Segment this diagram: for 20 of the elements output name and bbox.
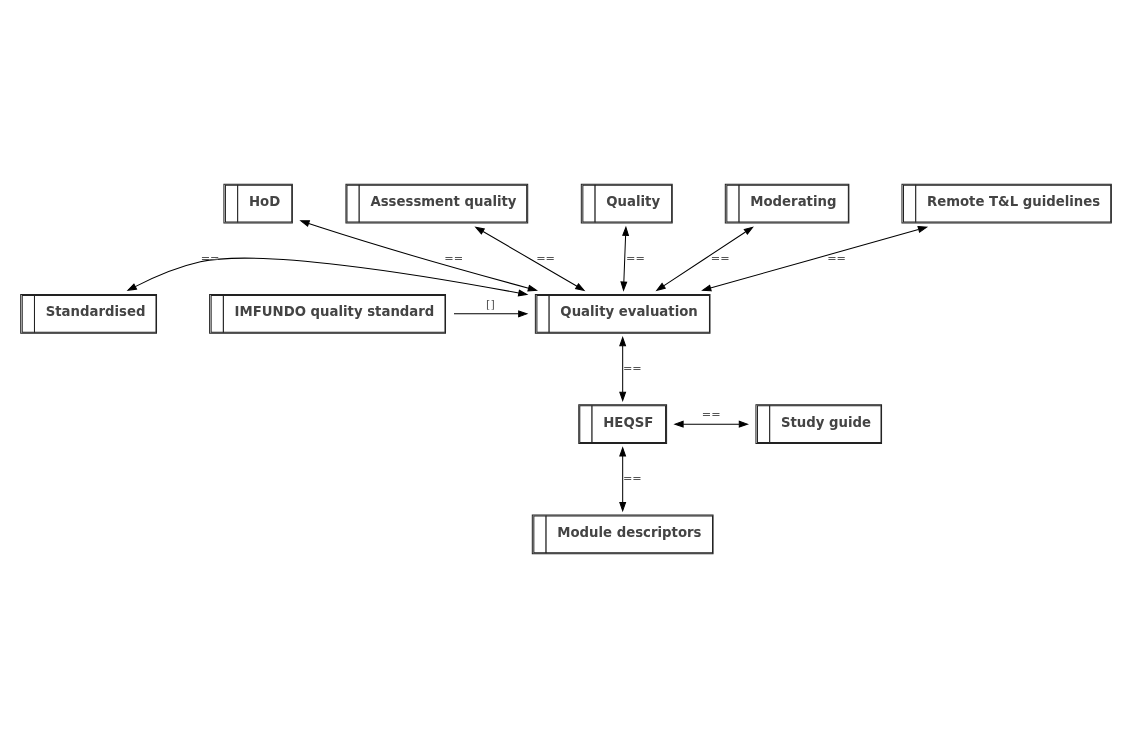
edge-label: == bbox=[622, 472, 642, 486]
arrow bbox=[619, 336, 627, 402]
edge-label: == bbox=[827, 251, 847, 265]
edge-label: == bbox=[622, 361, 642, 375]
edge-label: == bbox=[626, 251, 645, 265]
edge-label: [] bbox=[486, 297, 495, 311]
edge-label: == bbox=[200, 251, 220, 265]
arrow bbox=[655, 226, 754, 292]
edge-label: == bbox=[536, 251, 555, 265]
arrow bbox=[453, 310, 529, 318]
edge-label: == bbox=[710, 251, 730, 265]
arrow bbox=[673, 420, 749, 428]
arrow bbox=[299, 220, 539, 292]
arrow bbox=[620, 225, 630, 292]
arrow bbox=[619, 446, 627, 513]
arrow bbox=[701, 226, 929, 292]
edge-label: == bbox=[444, 251, 464, 265]
arrow bbox=[126, 257, 529, 297]
arrow bbox=[474, 226, 586, 292]
edge-label: == bbox=[701, 407, 721, 421]
